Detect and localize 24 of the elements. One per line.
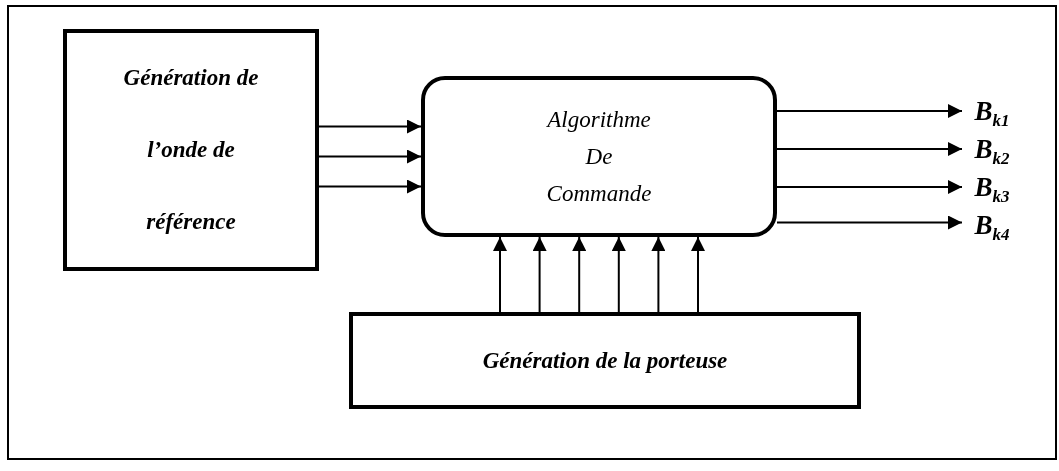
arrow <box>691 236 705 313</box>
rounded-process-box <box>421 76 777 237</box>
arrow <box>776 104 963 118</box>
arrow <box>532 236 547 313</box>
arrow <box>776 142 963 156</box>
process-box <box>63 29 319 271</box>
signal-label: B$_{k4}$ <box>974 208 1010 242</box>
arrow <box>318 119 422 134</box>
signal-label: B$_{k2}$ <box>974 132 1010 166</box>
arrow <box>318 179 422 194</box>
box-label: Algorithme De Commande <box>545 106 653 208</box>
signal-label: B$_{k1}$ <box>974 94 1010 128</box>
arrow <box>572 236 587 313</box>
arrow <box>776 215 963 230</box>
frame-box <box>7 5 1057 460</box>
process-box <box>349 312 861 409</box>
box-label: Génération de l’onde de référence <box>122 64 260 236</box>
arrow <box>493 236 507 313</box>
arrow <box>651 236 666 313</box>
box-label: Génération de la porteuse <box>482 346 728 375</box>
arrow <box>611 236 626 313</box>
arrow <box>776 180 963 194</box>
signal-label: B$_{k3}$ <box>974 170 1010 204</box>
arrow <box>318 149 422 164</box>
